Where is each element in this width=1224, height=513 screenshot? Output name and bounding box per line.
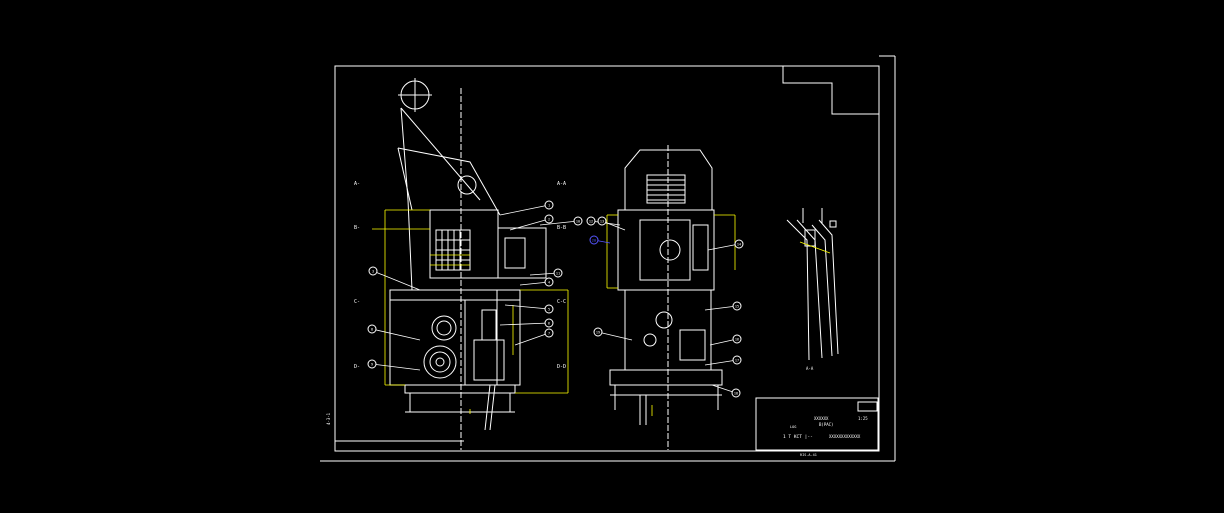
balloon-side-17-label: 17 — [735, 358, 739, 362]
balloon-front-10-label: 10 — [576, 219, 580, 223]
section-label-c: C- — [354, 299, 360, 305]
balloon-front-6-label: 6 — [548, 321, 550, 325]
section-labels-left: A- B- C- D- — [354, 181, 360, 370]
title-company: XXXXXXXXXXXXX — [829, 434, 861, 439]
section-label-right-c: C-C — [557, 299, 566, 305]
section-label-right-b: B-B — [557, 225, 566, 231]
section-label-d: D- — [354, 364, 360, 370]
balloon-side-18-label: 18 — [734, 391, 738, 395]
side-view — [609, 145, 723, 450]
balloon-front-10: 10 — [539, 216, 583, 226]
balloon-side-12-label: 12 — [589, 219, 593, 223]
balloon-side-15: 15 — [704, 301, 742, 311]
title-revision: RIS.A.41 — [800, 453, 817, 457]
balloon-side-19-label: 19 — [596, 330, 600, 334]
detail-label: A-A — [806, 366, 814, 371]
balloon-highlight-label: 20 — [592, 238, 596, 242]
title-subtitle: B(PAC) — [819, 422, 833, 427]
balloon-front-2-label: 2 — [548, 217, 550, 221]
balloon-front-4-label: 4 — [548, 280, 550, 284]
balloon-front-2: 2 — [509, 214, 554, 231]
balloon-side-13-label: 13 — [600, 219, 604, 223]
section-label-a: A- — [354, 181, 360, 187]
balloon-side-16-label: 16 — [735, 337, 739, 341]
side-note: 4-3-1 — [326, 412, 331, 425]
balloon-front-1: 1 — [499, 200, 554, 216]
balloon-front-3-label: 3 — [372, 269, 374, 273]
section-label-right-a: A-A — [557, 181, 566, 187]
balloon-side-13: 13 — [597, 216, 626, 231]
balloon-side-14-label: 14 — [737, 242, 741, 246]
balloon-side-14: 14 — [707, 239, 744, 251]
balloon-side-16: 16 — [709, 334, 742, 346]
balloon-side-17: 17 — [704, 355, 742, 366]
balloon-side-18: 18 — [711, 384, 741, 398]
balloon-front-11-label: 11 — [556, 271, 560, 275]
balloon-front-8-label: 8 — [371, 327, 373, 331]
balloon-front-7: 7 — [514, 328, 554, 346]
title-name: 1 T KCT |-- — [783, 434, 813, 440]
balloon-front-9: 9 — [367, 359, 421, 371]
front-dimensions — [372, 209, 569, 414]
section-labels-right: A-A B-B C-C D-D — [557, 181, 566, 370]
balloon-side-15-label: 15 — [735, 304, 739, 308]
balloon-front-5-label: 5 — [548, 307, 550, 311]
title-block — [755, 397, 879, 451]
balloon-front-1-label: 1 — [548, 203, 550, 207]
title-scale: 1:25 — [858, 416, 868, 421]
balloon-front-9-label: 9 — [371, 362, 373, 366]
balloon-front-7-label: 7 — [548, 331, 550, 335]
balloon-front-11: 11 — [529, 268, 563, 278]
sheet-border — [320, 55, 896, 462]
detail-dimensions — [799, 241, 831, 254]
section-label-b: B- — [354, 225, 360, 231]
side-dimensions — [606, 214, 736, 416]
balloon-side-19: 19 — [593, 327, 633, 341]
balloon-front-8: 8 — [367, 324, 421, 341]
detail-view — [786, 208, 839, 361]
balloon-front-3: 3 — [368, 266, 421, 291]
balloon-front-4: 4 — [519, 277, 554, 287]
balloon-front-5: 5 — [504, 304, 554, 314]
balloon-highlight: 20 — [589, 235, 611, 245]
title-drawing-no: XXXXXX — [814, 416, 829, 421]
balloon-front-6: 6 — [499, 318, 554, 328]
section-label-right-d: D-D — [557, 364, 566, 370]
front-view — [389, 78, 547, 450]
title-unit: LOG — [790, 425, 796, 429]
